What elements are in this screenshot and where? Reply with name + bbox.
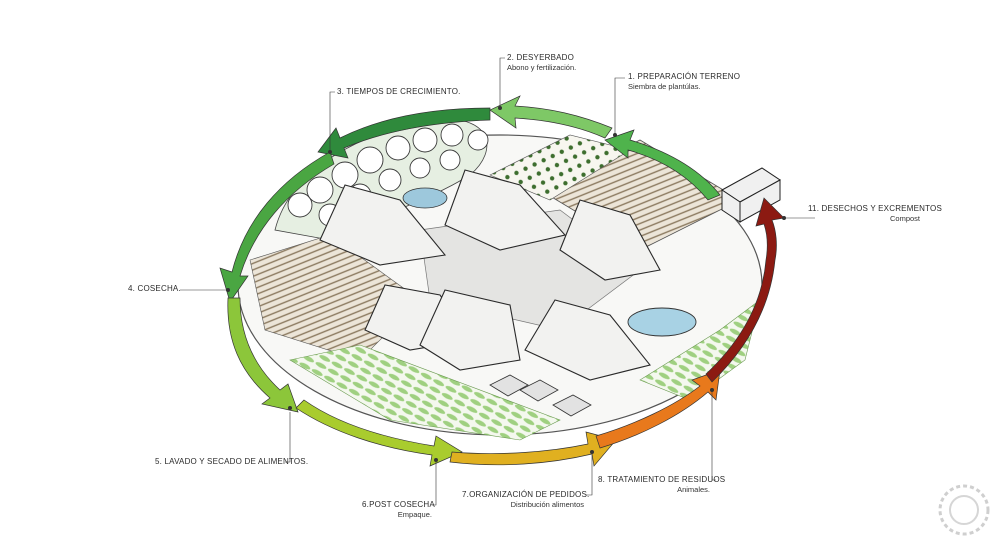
step-11-title: 11. DESECHOS Y EXCREMENTOS (808, 204, 942, 213)
step-2-title: 2. DESYERBADO (507, 53, 575, 62)
step-7-sub: Distribución alimentos (510, 500, 584, 509)
leader-1 (614, 77, 625, 135)
farm-island (237, 119, 781, 441)
step-6-title: 6.POST COSECHA (362, 500, 435, 509)
label-step-6: 6.POST COSECHA Empaque. (362, 500, 435, 520)
crop-rows (289, 344, 561, 441)
leader-2 (499, 57, 505, 108)
step-5-title: 5. LAVADO Y SECADO DE ALIMENTOS. (155, 457, 309, 466)
label-step-11: 11. DESECHOS Y EXCREMENTOS Compost (808, 204, 942, 224)
pond-right (627, 307, 697, 337)
arrow-preparacion (604, 129, 721, 201)
step-8-sub: Animales. (677, 485, 710, 494)
leader-7 (586, 455, 593, 496)
step-1-sub: Siembra de plantúlas. (628, 82, 701, 91)
greenhouse-1 (319, 184, 447, 266)
step-7-title: 7.ORGANIZACIÓN DE PEDIDOS. (462, 490, 590, 499)
label-step-4: 4. COSECHA. (128, 284, 181, 294)
leader-5 (285, 412, 291, 463)
leader-3 (329, 91, 335, 152)
arrow-lavado (295, 399, 463, 467)
greenhouse-5 (419, 289, 521, 371)
truck (721, 167, 781, 223)
greenhouses (319, 169, 661, 381)
arrow-residuos (705, 197, 785, 383)
leader-6 (432, 462, 437, 506)
pond-top (402, 187, 448, 209)
label-step-5: 5. LAVADO Y SECADO DE ALIMENTOS. (155, 457, 308, 467)
label-step-2: 2. DESYERBADO Abono y fertilización. (507, 53, 576, 73)
greenhouse-6 (524, 299, 651, 381)
leader-8 (711, 390, 716, 481)
greenhouse-2 (444, 169, 567, 251)
leader-lines (180, 57, 815, 506)
cycle-arrows (219, 95, 785, 467)
arrow-crecimiento (317, 107, 491, 159)
step-11-sub: Compost (889, 214, 920, 223)
watermark-seal (938, 484, 990, 536)
label-step-7: 7.ORGANIZACIÓN DE PEDIDOS. Distribución … (462, 490, 590, 510)
label-step-8: 8. TRATAMIENTO DE RESIDUOS Animales. (598, 475, 726, 495)
step-8-title: 8. TRATAMIENTO DE RESIDUOS (598, 475, 726, 484)
step-1-title: 1. PREPARACIÓN TERRENO (628, 72, 741, 81)
arrow-cosecha (227, 297, 299, 413)
arrow-postcosecha (449, 431, 617, 467)
step-3-title: 3. TIEMPOS DE CRECIMIENTO. (337, 87, 461, 96)
arrow-crecimiento-2 (219, 151, 335, 303)
crates (489, 374, 592, 417)
step-6-sub: Empaque. (397, 510, 432, 519)
step-4-title: 4. COSECHA. (128, 284, 181, 293)
label-step-3: 3. TIEMPOS DE CRECIMIENTO. (337, 87, 461, 97)
label-step-1: 1. PREPARACIÓN TERRENO Siembra de plantú… (628, 72, 740, 92)
step-2-sub: Abono y fertilización. (507, 63, 577, 72)
arrow-desyerbado (489, 95, 613, 139)
leader-dots (226, 106, 786, 462)
greenhouse-3 (559, 199, 661, 281)
